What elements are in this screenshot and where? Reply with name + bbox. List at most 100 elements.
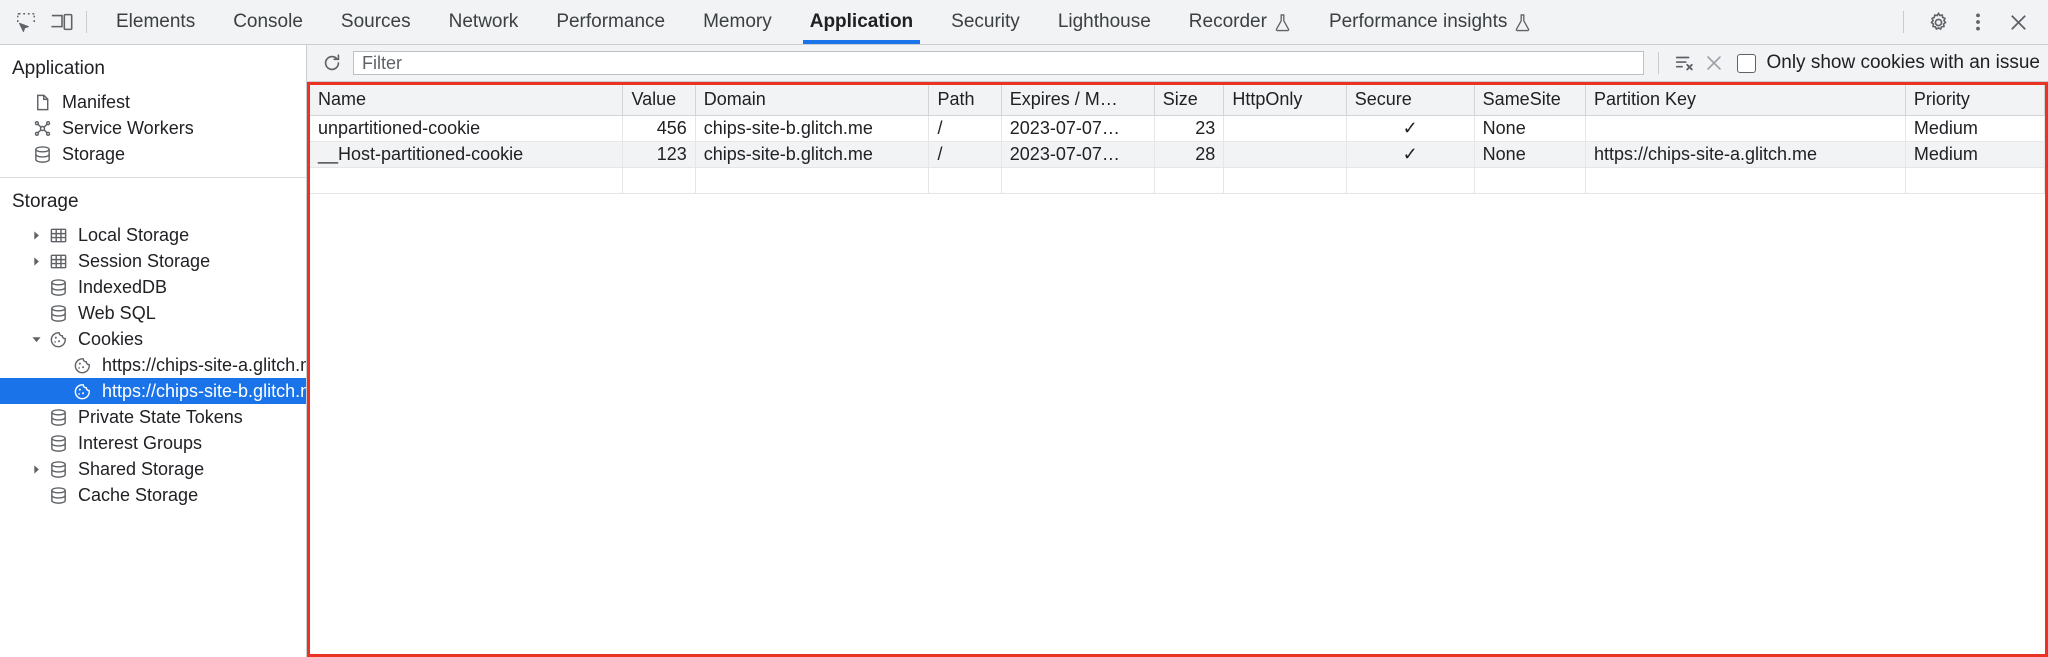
cell-priority[interactable]: Medium <box>1905 141 2045 168</box>
filter-divider <box>1658 52 1660 74</box>
cookie-icon <box>46 326 71 352</box>
clear-filtered-cookies-icon[interactable] <box>1669 48 1699 78</box>
cell-domain[interactable]: chips-site-b.glitch.me <box>695 141 930 168</box>
tab-network[interactable]: Network <box>430 0 538 44</box>
inspect-element-icon[interactable] <box>8 7 44 37</box>
sidebar-item-storage[interactable]: Storage <box>0 141 306 167</box>
cell-expires[interactable]: 2023-07-07… <box>1001 141 1155 168</box>
sidebar-item-label: Service Workers <box>62 117 194 138</box>
empty-cell <box>695 167 930 194</box>
cell-partition-key[interactable] <box>1585 115 1906 142</box>
cell-path[interactable]: / <box>928 141 1002 168</box>
tab-label: Security <box>951 11 1020 32</box>
tab-performance[interactable]: Performance <box>537 0 684 44</box>
cell-name[interactable]: __Host-partitioned-cookie <box>310 141 624 168</box>
cell-samesite[interactable]: None <box>1474 115 1586 142</box>
column-header[interactable]: HttpOnly <box>1223 85 1347 116</box>
cell-value[interactable]: 123 <box>622 141 696 168</box>
cell-partition-key[interactable]: https://chips-site-a.glitch.me <box>1585 141 1906 168</box>
sidebar-item-manifest[interactable]: Manifest <box>0 89 306 115</box>
column-header[interactable]: Name <box>310 85 624 116</box>
cell-value[interactable]: 456 <box>622 115 696 142</box>
refresh-icon[interactable] <box>317 48 347 78</box>
checkbox-box[interactable] <box>1737 53 1757 73</box>
column-header[interactable]: Path <box>928 85 1002 116</box>
empty-cell <box>1346 167 1475 194</box>
database-icon <box>46 456 71 482</box>
close-icon[interactable] <box>1998 5 2038 39</box>
column-header[interactable]: Value <box>622 85 696 116</box>
clear-all-cookies-icon[interactable] <box>1699 48 1729 78</box>
more-vertical-icon[interactable] <box>1958 5 1998 39</box>
cell-path[interactable]: / <box>928 115 1002 142</box>
column-header[interactable]: Domain <box>695 85 930 116</box>
toolbar-divider <box>86 11 87 33</box>
cell-size[interactable]: 28 <box>1154 141 1225 168</box>
cell-priority[interactable]: Medium <box>1905 115 2045 142</box>
tab-memory[interactable]: Memory <box>684 0 791 44</box>
cell-expires[interactable]: 2023-07-07… <box>1001 115 1155 142</box>
tab-recorder[interactable]: Recorder <box>1170 0 1310 44</box>
sidebar-item-interest-groups[interactable]: Interest Groups <box>0 430 306 456</box>
tab-elements[interactable]: Elements <box>97 0 214 44</box>
column-header[interactable]: Partition Key <box>1585 85 1906 116</box>
cell-secure[interactable]: ✓ <box>1346 115 1475 142</box>
sidebar-divider <box>0 177 306 178</box>
only-show-issues-checkbox[interactable]: Only show cookies with an issue <box>1737 52 2040 74</box>
sidebar-item-https-chips-site-b-glitch-me[interactable]: https://chips-site-b.glitch.me <box>0 378 306 404</box>
empty-cell <box>1585 167 1906 194</box>
table-empty-area <box>310 167 2045 194</box>
column-header[interactable]: SameSite <box>1474 85 1586 116</box>
sidebar-item-label: https://chips-site-a.glitch.me <box>102 354 307 375</box>
sidebar-item-label: Session Storage <box>78 250 211 271</box>
sidebar-item-indexeddb[interactable]: IndexedDB <box>0 274 306 300</box>
tree-spacer <box>50 352 70 378</box>
sidebar-item-service-workers[interactable]: Service Workers <box>0 115 306 141</box>
tab-lighthouse[interactable]: Lighthouse <box>1039 0 1170 44</box>
chevron-right-icon[interactable] <box>26 456 46 482</box>
sidebar-item-label: Manifest <box>62 91 131 112</box>
tree-spacer <box>26 430 46 456</box>
sidebar-item-cache-storage[interactable]: Cache Storage <box>0 482 306 508</box>
column-header[interactable]: Priority <box>1905 85 2045 116</box>
chevron-right-icon[interactable] <box>26 222 46 248</box>
filter-input[interactable] <box>353 51 1645 75</box>
tab-sources[interactable]: Sources <box>322 0 430 44</box>
cell-size[interactable]: 23 <box>1154 115 1225 142</box>
tab-application[interactable]: Application <box>791 0 932 44</box>
column-header[interactable]: Secure <box>1346 85 1475 116</box>
sidebar-item-label: Web SQL <box>78 302 156 323</box>
chevron-down-icon[interactable] <box>26 326 46 352</box>
cell-httponly[interactable] <box>1223 115 1347 142</box>
tab-security[interactable]: Security <box>932 0 1039 44</box>
column-header[interactable]: Expires / M… <box>1001 85 1155 116</box>
sidebar-item-private-state-tokens[interactable]: Private State Tokens <box>0 404 306 430</box>
cell-httponly[interactable] <box>1223 141 1347 168</box>
cell-samesite[interactable]: None <box>1474 141 1586 168</box>
sidebar-item-shared-storage[interactable]: Shared Storage <box>0 456 306 482</box>
tab-performance-insights[interactable]: Performance insights <box>1310 0 1550 44</box>
table-icon <box>46 222 71 248</box>
chevron-right-icon[interactable] <box>26 248 46 274</box>
sidebar-item-local-storage[interactable]: Local Storage <box>0 222 306 248</box>
device-toolbar-icon[interactable] <box>44 7 80 37</box>
sidebar-item-session-storage[interactable]: Session Storage <box>0 248 306 274</box>
sidebar-item-label: Cache Storage <box>78 484 199 505</box>
sidebar-item-https-chips-site-a-glitch-me[interactable]: https://chips-site-a.glitch.me <box>0 352 306 378</box>
cookies-filter-bar: Only show cookies with an issue <box>307 45 2048 82</box>
empty-cell <box>1474 167 1586 194</box>
sidebar-item-cookies[interactable]: Cookies <box>0 326 306 352</box>
sidebar-item-web-sql[interactable]: Web SQL <box>0 300 306 326</box>
column-header[interactable]: Size <box>1154 85 1225 116</box>
cell-name[interactable]: unpartitioned-cookie <box>310 115 624 142</box>
cell-secure[interactable]: ✓ <box>1346 141 1475 168</box>
tab-label: Elements <box>116 11 196 32</box>
cookie-icon <box>70 352 95 378</box>
tree-spacer <box>10 89 30 115</box>
cell-domain[interactable]: chips-site-b.glitch.me <box>695 115 930 142</box>
tab-console[interactable]: Console <box>214 0 322 44</box>
gear-icon[interactable] <box>1918 5 1958 39</box>
